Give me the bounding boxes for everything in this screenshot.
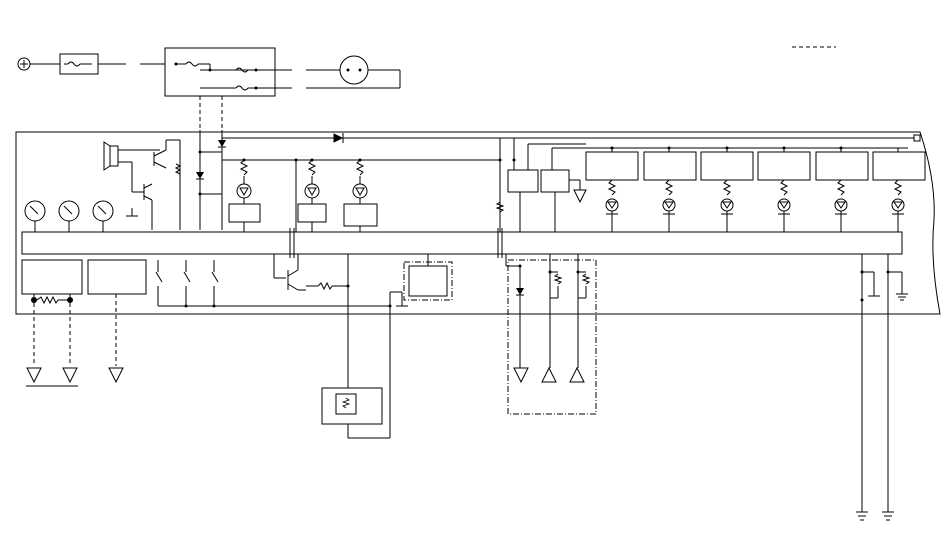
indicator-module-3 — [700, 146, 754, 232]
gauge-module-1 — [21, 259, 83, 295]
indicator-module-6 — [872, 148, 926, 232]
sensor-group-dashed — [507, 259, 597, 415]
sensor-ground-down — [513, 367, 529, 384]
main-bus-bar — [21, 231, 903, 255]
right-small-module-1 — [507, 169, 539, 193]
battery-positive-icon — [17, 57, 31, 71]
transistor-bus — [287, 269, 299, 291]
panel-outline — [15, 131, 941, 315]
external-ground-3 — [108, 367, 124, 384]
indicator-lamp-3-icon — [352, 183, 368, 199]
control-module — [408, 265, 448, 297]
chassis-ground-2-icon — [882, 511, 894, 521]
gauge-module-2 — [87, 259, 147, 295]
gauge-3-icon — [92, 200, 114, 222]
connector-terminal — [913, 134, 921, 142]
sensor-up-2 — [569, 366, 585, 383]
ground-triangle-module — [573, 189, 587, 204]
lamp-module-3 — [343, 203, 378, 227]
buzzer-speaker-icon — [103, 141, 119, 171]
indicator-module-4 — [757, 146, 811, 232]
indicator-module-1 — [585, 146, 639, 232]
indicator-lamp-1-icon — [236, 183, 252, 199]
external-lamp-icon — [339, 55, 369, 85]
chassis-ground-1-icon — [856, 511, 868, 521]
external-ground-1 — [26, 367, 42, 384]
indicator-module-5 — [815, 146, 869, 232]
sensor-up-1 — [541, 366, 557, 383]
switch-2-icon — [183, 260, 191, 298]
external-ground-2 — [62, 367, 78, 384]
transistor-lower — [143, 183, 153, 201]
lamp-module-1 — [228, 203, 261, 223]
indicator-lamp-2-icon — [304, 183, 320, 199]
switch-1-icon — [155, 260, 163, 298]
gauge-2-icon — [58, 200, 80, 222]
diode-top — [333, 133, 344, 143]
right-small-module-2 — [540, 169, 570, 193]
main-fuse — [59, 53, 99, 75]
transistor-upper — [153, 149, 167, 169]
indicator-module-2 — [643, 146, 697, 232]
relay-fuse-box — [164, 47, 292, 97]
gauge-1-icon — [24, 200, 46, 222]
lamp-module-2 — [297, 203, 327, 223]
switch-3-icon — [211, 260, 219, 298]
